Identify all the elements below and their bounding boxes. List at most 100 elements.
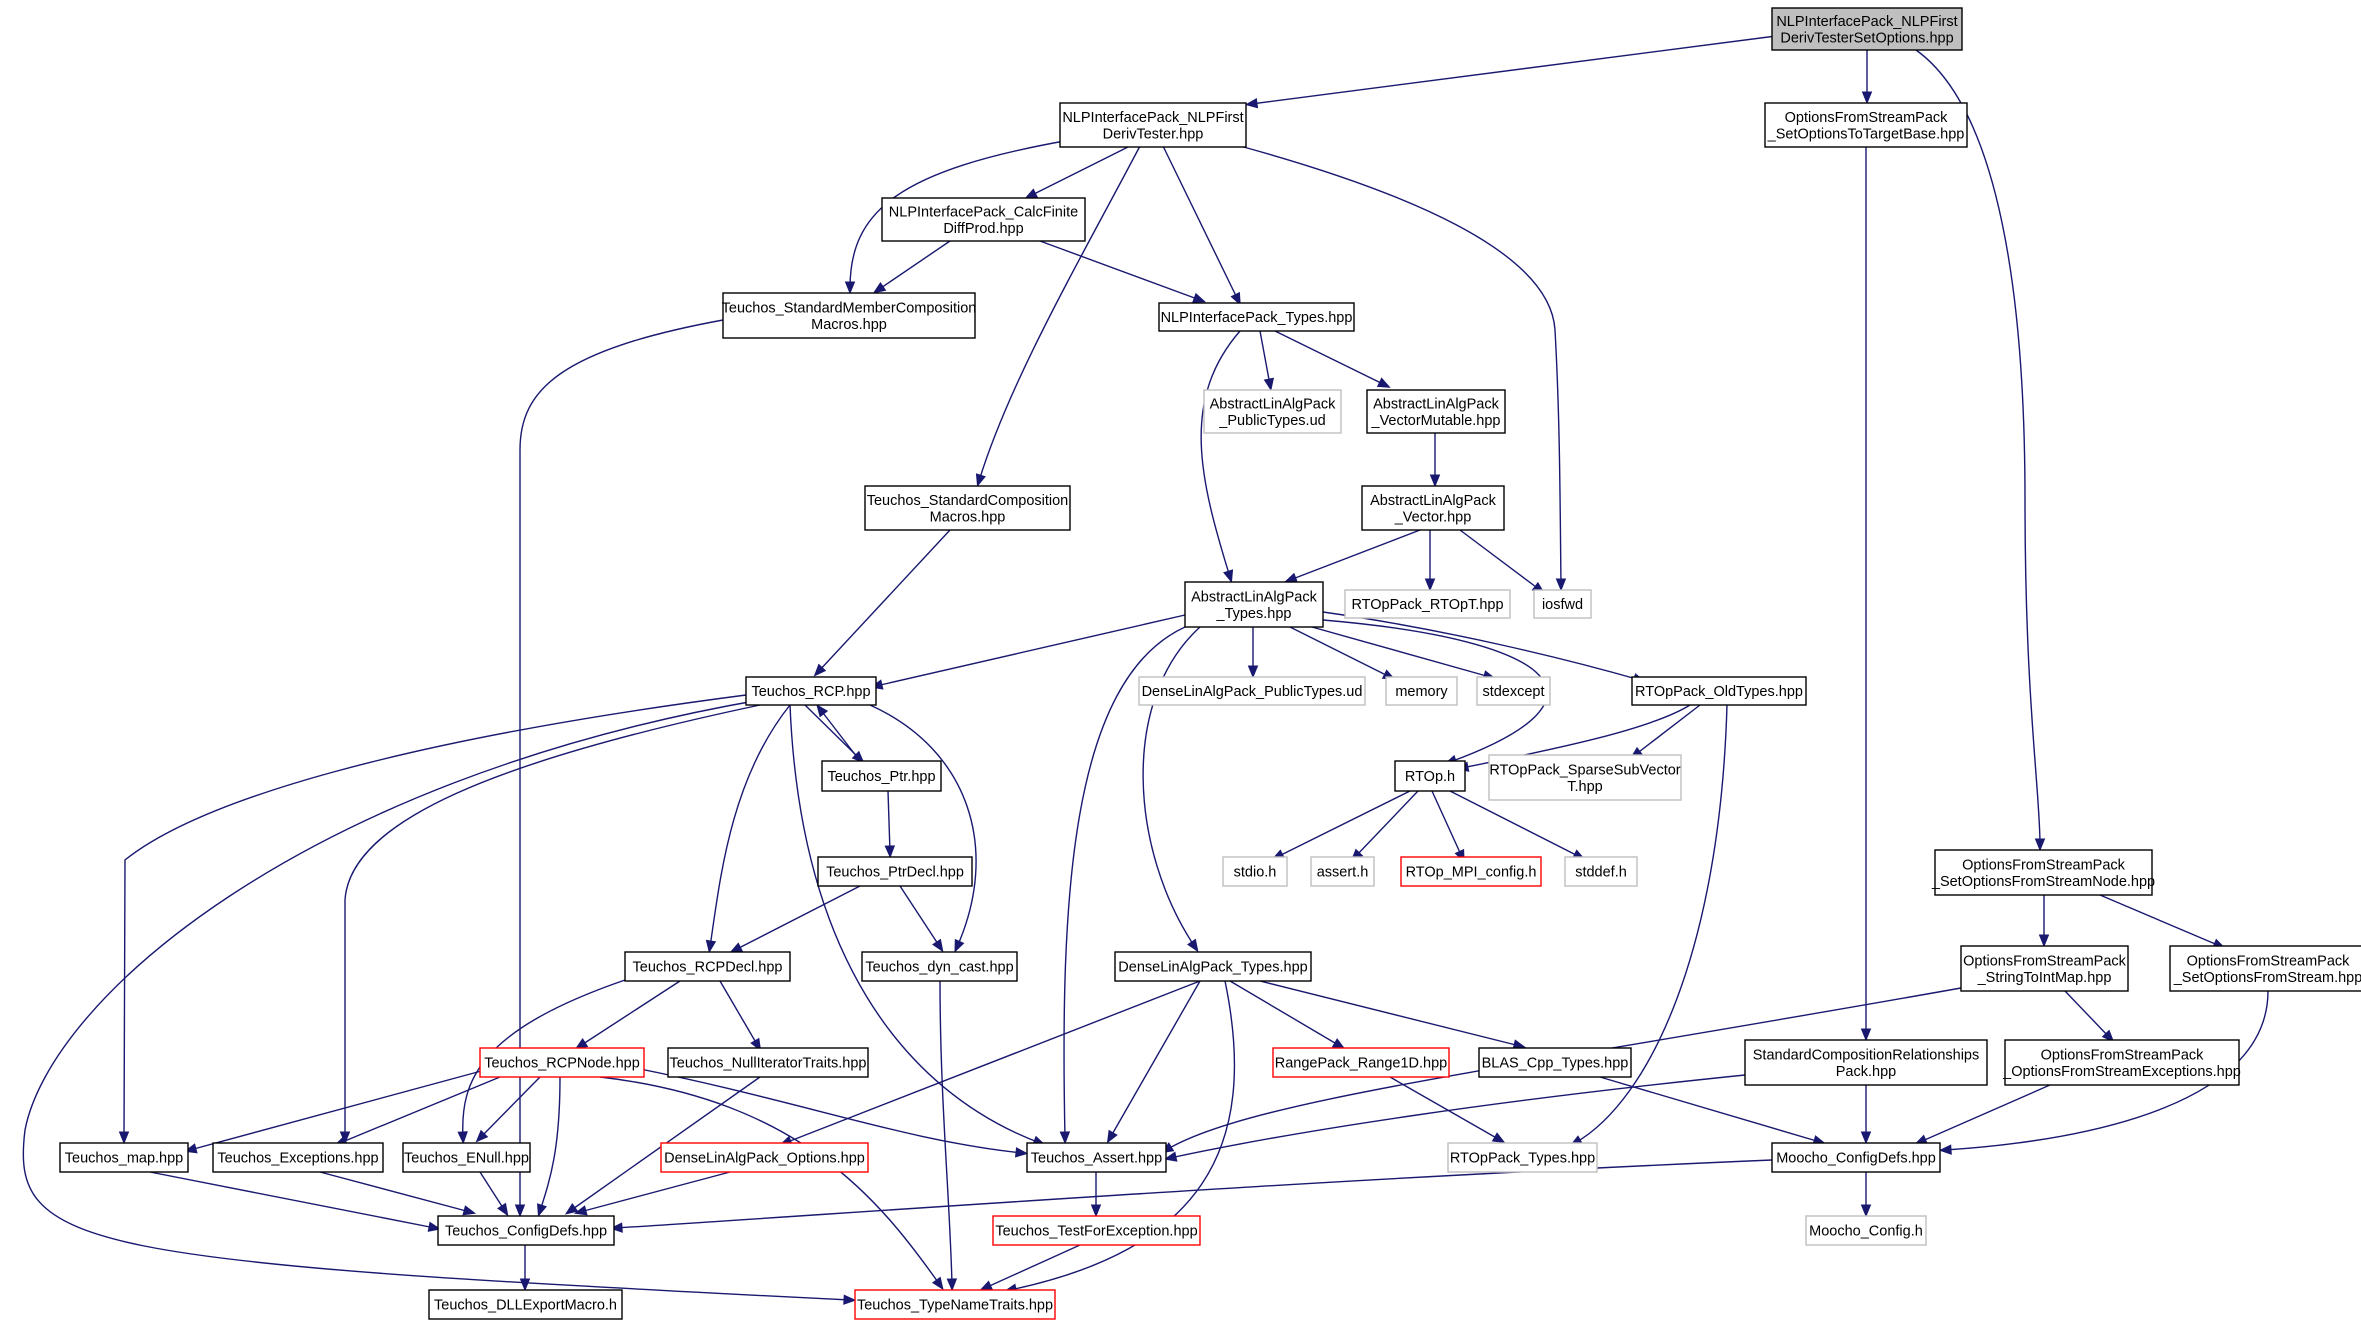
- node-oldtypes[interactable]: RTOpPack_OldTypes.hpp: [1631, 676, 1807, 706]
- node-label-line: stdio.h: [1234, 865, 1277, 881]
- node-label-line: NLPInterfacePack_Types.hpp: [1161, 310, 1353, 326]
- node-blascpp[interactable]: BLAS_Cpp_Types.hpp: [1478, 1047, 1632, 1078]
- node-box: [2004, 1039, 2240, 1086]
- node-dlapublic[interactable]: DenseLinAlgPack_PublicTypes.ud: [1138, 676, 1366, 706]
- node-alavector[interactable]: AbstractLinAlgPack_Vector.hpp: [1361, 485, 1505, 531]
- edge-nlptester-to-iosfwd: [1239, 145, 1567, 592]
- node-stdmember[interactable]: Teuchos_StandardMemberCompositionMacros.…: [722, 292, 977, 339]
- edge-dlatypes-to-range1d: [1229, 980, 1346, 1050]
- node-setoptnode[interactable]: OptionsFromStreamPack_SetOptionsFromStre…: [1931, 849, 2155, 896]
- node-label-line: _PublicTypes.ud: [1218, 413, 1325, 429]
- edge-rcp-to-dyncast: [869, 704, 977, 953]
- node-stddef[interactable]: stddef.h: [1564, 856, 1638, 887]
- node-rtoptt[interactable]: RTOpPack_RTOpT.hpp: [1344, 589, 1511, 619]
- node-rcpdecl[interactable]: Teuchos_RCPDecl.hpp: [624, 951, 791, 982]
- node-alatypes[interactable]: AbstractLinAlgPack_Types.hpp: [1184, 581, 1324, 628]
- node-mpiconfig[interactable]: RTOp_MPI_config.h: [1400, 856, 1542, 887]
- node-box: [1771, 1142, 1941, 1173]
- node-ptr[interactable]: Teuchos_Ptr.hpp: [821, 760, 942, 792]
- node-optexceptions[interactable]: OptionsFromStreamPack_OptionsFromStreamE…: [2002, 1039, 2241, 1086]
- edge-ptr-to-rcp: [816, 703, 861, 762]
- node-label-line: _OptionsFromStreamExceptions.hpp: [2002, 1064, 2241, 1080]
- node-setoptstream[interactable]: OptionsFromStreamPack_SetOptionsFromStre…: [2169, 945, 2361, 992]
- node-box: [1184, 581, 1324, 628]
- node-nulliter[interactable]: Teuchos_NullIteratorTraits.hpp: [667, 1047, 869, 1078]
- node-rtoptypes[interactable]: RTOpPack_Types.hpp: [1447, 1142, 1598, 1173]
- node-moochoconfigdefs[interactable]: Moocho_ConfigDefs.hpp: [1771, 1142, 1941, 1173]
- edge-root-to-nlptester: [1244, 35, 1777, 109]
- node-range1d[interactable]: RangePack_Range1D.hpp: [1272, 1047, 1450, 1078]
- edge-rcp-to-rcpdecl: [705, 704, 791, 954]
- node-label-line: _SetOptionsFromStreamNode.hpp: [1931, 874, 2155, 890]
- node-box: [1960, 945, 2129, 992]
- node-box: [1272, 1047, 1450, 1078]
- node-label-line: _Types.hpp: [1216, 606, 1292, 622]
- node-typename[interactable]: Teuchos_TypeNameTraits.hpp: [854, 1289, 1056, 1320]
- node-label-line: Teuchos_RCP.hpp: [751, 684, 870, 700]
- node-strtoint[interactable]: OptionsFromStreamPack_StringToIntMap.hpp: [1960, 945, 2129, 992]
- node-box: [1934, 849, 2153, 896]
- node-map[interactable]: Teuchos_map.hpp: [59, 1142, 189, 1173]
- node-setopttarget[interactable]: OptionsFromStreamPack_SetOptionsToTarget…: [1764, 102, 1968, 148]
- node-rtoph[interactable]: RTOp.h: [1394, 760, 1466, 792]
- node-label-line: Teuchos_TypeNameTraits.hpp: [857, 1298, 1053, 1314]
- edge-stdcomp-to-rcp: [813, 529, 951, 677]
- edge-ptrdecl-to-dyncast: [899, 885, 944, 953]
- node-label-line: NLPInterfacePack_CalcFinite: [889, 204, 1078, 220]
- node-label-line: Teuchos_map.hpp: [65, 1151, 184, 1167]
- node-label-line: assert.h: [1317, 865, 1369, 881]
- edge-optexceptions-to-moochoconfigdefs: [1914, 1084, 2051, 1145]
- edge-tassert-to-testforexc: [1090, 1172, 1102, 1218]
- edge-strtoint-to-optexceptions: [2064, 990, 2115, 1043]
- edge-rcp-to-map: [118, 694, 747, 1145]
- edge-dlatypes-to-typename: [1003, 980, 1236, 1294]
- node-label-line: Teuchos_dyn_cast.hpp: [865, 960, 1013, 976]
- node-dlatypes[interactable]: DenseLinAlgPack_Types.hpp: [1114, 951, 1312, 982]
- node-assert[interactable]: assert.h: [1310, 856, 1375, 887]
- node-exceptions[interactable]: Teuchos_Exceptions.hpp: [212, 1142, 384, 1173]
- node-alavecmut[interactable]: AbstractLinAlgPack_VectorMutable.hpp: [1366, 389, 1506, 434]
- node-tassert[interactable]: Teuchos_Assert.hpp: [1026, 1142, 1167, 1173]
- node-stdio[interactable]: stdio.h: [1222, 856, 1288, 887]
- node-label-line: AbstractLinAlgPack: [1210, 396, 1336, 412]
- node-ptrdecl[interactable]: Teuchos_PtrDecl.hpp: [817, 856, 973, 887]
- node-dlaoptions[interactable]: DenseLinAlgPack_Options.hpp: [660, 1142, 869, 1173]
- node-memory[interactable]: memory: [1385, 676, 1458, 706]
- edge-setoptstream-to-moochoconfigdefs: [1938, 990, 2269, 1155]
- edge-setopttarget-to-stdcomprel: [1860, 147, 1872, 1042]
- node-label-line: Macros.hpp: [811, 317, 887, 333]
- edge-dlaoptions-to-configdefs: [573, 1171, 731, 1216]
- node-dllexport[interactable]: Teuchos_DLLExportMacro.h: [428, 1289, 623, 1320]
- node-root[interactable]: NLPInterfacePack_NLPFirstDerivTesterSetO…: [1771, 7, 1963, 51]
- node-rcp[interactable]: Teuchos_RCP.hpp: [745, 676, 877, 706]
- edge-dlatypes-to-blascpp: [1259, 980, 1527, 1050]
- node-configdefs[interactable]: Teuchos_ConfigDefs.hpp: [437, 1215, 615, 1246]
- node-box: [1478, 1047, 1632, 1078]
- node-box: [1222, 856, 1288, 887]
- edge-nlptester-to-stdmember: [844, 139, 1071, 295]
- node-dyncast[interactable]: Teuchos_dyn_cast.hpp: [861, 951, 1018, 982]
- node-label-line: RTOp.h: [1405, 769, 1455, 785]
- node-testforexc[interactable]: Teuchos_TestForException.hpp: [992, 1215, 1201, 1246]
- node-moochoconfig[interactable]: Moocho_Config.h: [1805, 1215, 1927, 1246]
- node-label-line: stdexcept: [1482, 684, 1544, 700]
- node-box: [1447, 1142, 1598, 1173]
- node-nlptypes[interactable]: NLPInterfacePack_Types.hpp: [1158, 302, 1355, 332]
- node-iosfwd[interactable]: iosfwd: [1533, 589, 1592, 619]
- node-box: [1114, 951, 1312, 982]
- node-label-line: Pack.hpp: [1836, 1064, 1896, 1080]
- node-enull[interactable]: Teuchos_ENull.hpp: [402, 1142, 531, 1173]
- node-stdexcept[interactable]: stdexcept: [1476, 676, 1551, 706]
- edge-ptrdecl-to-rcpdecl: [729, 885, 861, 953]
- node-rcpnode[interactable]: Teuchos_RCPNode.hpp: [479, 1047, 645, 1078]
- edge-stdmember-to-configdefs: [514, 319, 724, 1218]
- edge-dlatypes-to-tassert: [1106, 980, 1201, 1144]
- node-label-line: DenseLinAlgPack_Options.hpp: [664, 1151, 865, 1167]
- node-alapublic[interactable]: AbstractLinAlgPack_PublicTypes.ud: [1203, 389, 1342, 434]
- node-label-line: Teuchos_NullIteratorTraits.hpp: [670, 1056, 867, 1072]
